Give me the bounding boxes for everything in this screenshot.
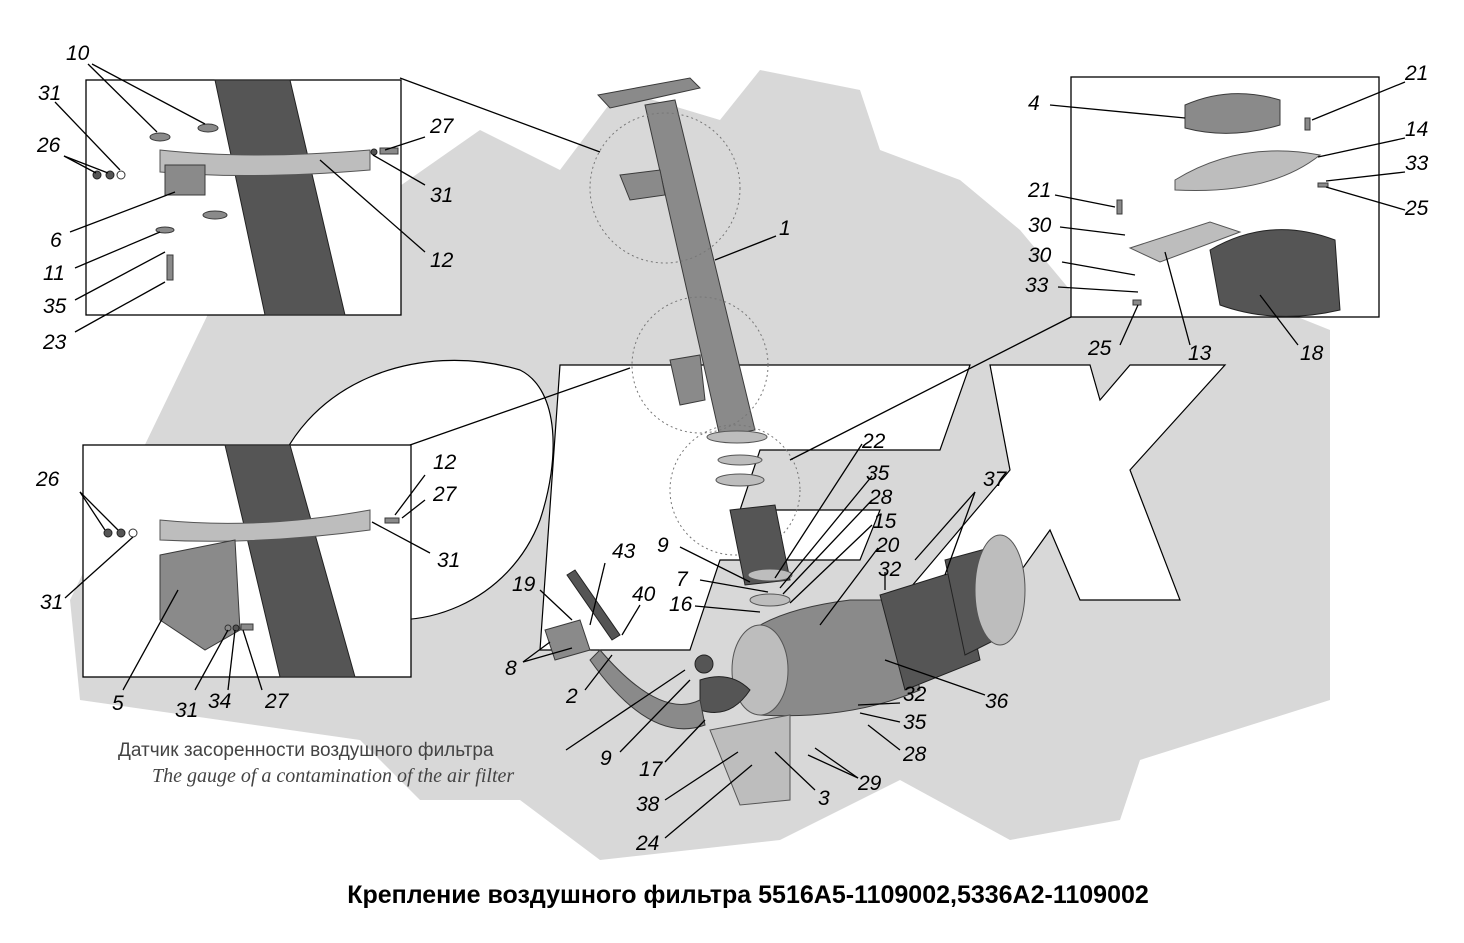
pipe-detail-top-left bbox=[92, 79, 399, 316]
callout-27: 27 bbox=[264, 690, 290, 713]
air-filter-housing bbox=[544, 534, 1026, 806]
callout-23: 23 bbox=[42, 331, 67, 354]
callout-18: 18 bbox=[1300, 342, 1324, 365]
callout-27: 27 bbox=[432, 483, 458, 506]
callout-30: 30 bbox=[1028, 214, 1052, 237]
callout-7: 7 bbox=[676, 568, 689, 591]
callout-26: 26 bbox=[35, 468, 60, 491]
callout-43: 43 bbox=[612, 540, 636, 563]
callout-20: 20 bbox=[875, 534, 900, 557]
callout-34: 34 bbox=[208, 690, 231, 713]
leader-lines bbox=[54, 63, 1406, 839]
diagram-title: Крепление воздушного фильтра 5516А5-1109… bbox=[347, 881, 1149, 909]
callout-8: 8 bbox=[505, 657, 517, 680]
callout-15: 15 bbox=[873, 510, 897, 533]
pipe-detail-bottom-left bbox=[103, 444, 400, 678]
callout-11: 11 bbox=[43, 262, 65, 285]
callout-29: 29 bbox=[857, 772, 882, 795]
callout-5: 5 bbox=[112, 692, 124, 715]
callout-12: 12 bbox=[433, 451, 457, 474]
callout-33: 33 bbox=[1405, 152, 1429, 175]
callout-19: 19 bbox=[512, 573, 536, 596]
callout-28: 28 bbox=[902, 743, 927, 766]
callout-22: 22 bbox=[861, 430, 886, 453]
callout-17: 17 bbox=[639, 758, 664, 781]
callout-36: 36 bbox=[985, 690, 1009, 713]
callout-31: 31 bbox=[437, 549, 460, 572]
callout-13: 13 bbox=[1188, 342, 1212, 365]
gauge-caption-ru: Датчик засоренности воздушного фильтра bbox=[118, 740, 494, 761]
callout-21: 21 bbox=[1404, 62, 1428, 85]
callout-24: 24 bbox=[635, 832, 659, 855]
callout-33: 33 bbox=[1025, 274, 1049, 297]
callout-16: 16 bbox=[669, 593, 693, 616]
callout-27: 27 bbox=[429, 115, 455, 138]
callout-4: 4 bbox=[1028, 92, 1040, 115]
callout-9: 9 bbox=[657, 534, 669, 557]
callout-21: 21 bbox=[1027, 179, 1051, 202]
callout-35: 35 bbox=[866, 462, 890, 485]
callout-28: 28 bbox=[868, 486, 893, 509]
gauge-caption-en: The gauge of a contamination of the air … bbox=[152, 765, 514, 787]
callout-32: 32 bbox=[878, 558, 902, 581]
callout-2: 2 bbox=[565, 685, 578, 708]
cap-detail-top-right bbox=[1116, 93, 1341, 317]
callout-35: 35 bbox=[43, 295, 67, 318]
callout-40: 40 bbox=[632, 583, 656, 606]
callout-labels: 10 31 26 27 31 6 11 35 23 12 1 4 21 14 3… bbox=[35, 42, 1429, 855]
callout-37: 37 bbox=[983, 468, 1008, 491]
callout-6: 6 bbox=[50, 229, 62, 252]
callout-31: 31 bbox=[38, 82, 61, 105]
callout-38: 38 bbox=[636, 793, 660, 816]
callout-9: 9 bbox=[600, 747, 612, 770]
callout-31: 31 bbox=[175, 699, 198, 722]
callout-12: 12 bbox=[430, 249, 454, 272]
callout-32: 32 bbox=[903, 683, 927, 706]
intake-pipe-assembly bbox=[589, 77, 801, 607]
callout-31: 31 bbox=[40, 591, 63, 614]
callout-30: 30 bbox=[1028, 244, 1052, 267]
callout-25: 25 bbox=[1087, 337, 1112, 360]
callout-35: 35 bbox=[903, 711, 927, 734]
callout-14: 14 bbox=[1405, 118, 1428, 141]
callout-31: 31 bbox=[430, 184, 453, 207]
callout-26: 26 bbox=[36, 134, 61, 157]
callout-1: 1 bbox=[779, 217, 791, 240]
callout-3: 3 bbox=[818, 787, 830, 810]
callout-25: 25 bbox=[1404, 197, 1429, 220]
callout-10: 10 bbox=[66, 42, 90, 65]
